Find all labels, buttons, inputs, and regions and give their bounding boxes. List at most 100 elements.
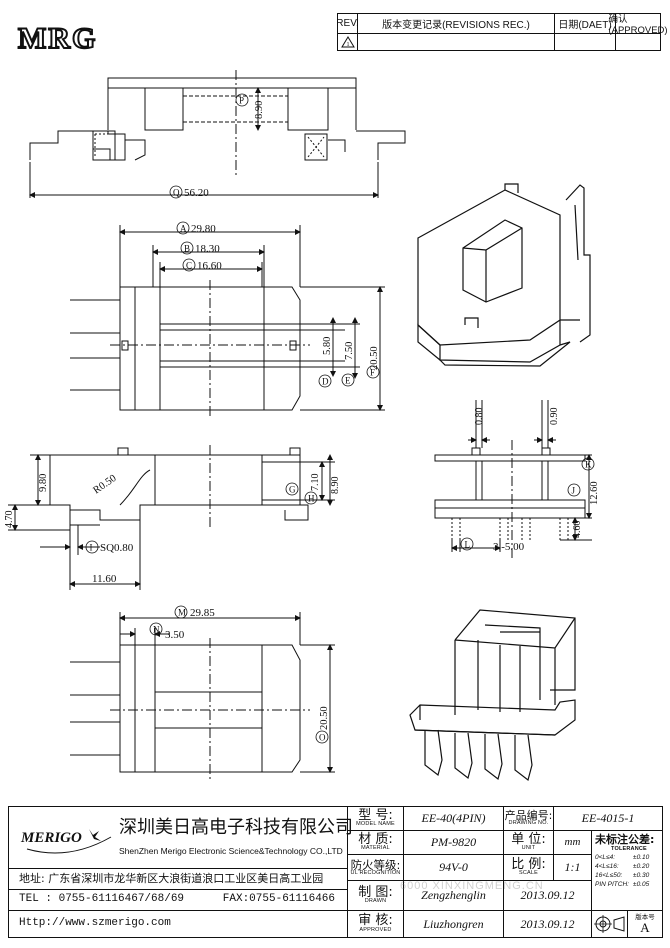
tag-o: O (319, 733, 326, 743)
dim-o: 20.50 (319, 706, 330, 730)
tag-f: F (370, 368, 375, 378)
dim-090: 0.90 (549, 408, 560, 426)
scale-value: 1:1 (564, 860, 581, 875)
drawing-no-value: EE-4015-1 (581, 811, 635, 826)
dim-m: 29.85 (190, 607, 215, 619)
tag-d: D (322, 377, 329, 387)
approved-label-cell: 审 核: APPROVED (348, 911, 404, 937)
isometric-view-top (417, 183, 591, 367)
drawn-label-cell: 制 图: DRAWN (348, 881, 404, 911)
drawn-value: Zengzhenglin (421, 888, 486, 903)
unit-value: mm (564, 835, 581, 848)
drawn-label-en: DRAWN (364, 898, 387, 905)
material-label-cell: 材 质: MATERIAL (348, 831, 404, 855)
tag-m: M (178, 608, 186, 618)
unit-label: 单 位: (511, 831, 546, 847)
approved-date-cell: 2013.09.12 (504, 911, 592, 937)
dim-p: 8.90 (254, 101, 265, 119)
unit-label-cell: 单 位: UNIT (504, 831, 554, 855)
tag-c: C (186, 261, 192, 271)
tag-j: J (572, 486, 576, 496)
tolerance-range-1: 0<L≤4: (595, 854, 616, 862)
material-label-en: MATERIAL (361, 845, 390, 852)
unit-value-cell: mm (554, 831, 592, 855)
tag-g: G (289, 485, 296, 495)
tag-q: Q (173, 188, 180, 198)
revision-record-cell (358, 33, 555, 50)
tel-text: TEL : 0755-61116467/68/69 (19, 893, 185, 906)
revision-entry-row: 1 (338, 33, 660, 50)
plan-view (70, 225, 385, 418)
tolerance-value-1: ±0.10 (633, 854, 650, 862)
rev-label: REV. (336, 14, 359, 33)
bottom-plan-view (70, 612, 335, 780)
scale-label-cell: 比 例: SCALE (504, 855, 554, 881)
company-name-cn: 深圳美日高电子科技有限公司 (119, 817, 353, 838)
drawn-label: 制 图: (358, 884, 393, 900)
projection-symbol-cell (592, 911, 628, 937)
isometric-view-bottom (409, 609, 576, 782)
dim-e: 7.50 (344, 342, 355, 360)
model-label: 型 号: (358, 807, 393, 823)
model-value: EE-40(4PIN) (421, 811, 486, 826)
dim-c: 16.60 (197, 260, 222, 272)
material-value: PM-9820 (430, 835, 477, 850)
fire-label-cell: 防火等级: UL RECOGNITION (348, 855, 404, 881)
dim-980: 9.80 (38, 474, 49, 492)
front-elevation-view (29, 70, 406, 198)
dim-i: SQ0.80 (100, 542, 134, 554)
tag-h: H (308, 494, 315, 504)
approved-label: 审 核: (358, 913, 393, 929)
merigo-brand-logo (19, 819, 119, 859)
scale-value-cell: 1:1 (554, 855, 592, 881)
dim-f: 20.50 (369, 346, 380, 370)
material-label: 材 质: (358, 831, 393, 847)
drawing-no-label-en: DRAWING NO. (508, 820, 549, 827)
tolerance-range-4: PIN PITCH: (595, 880, 629, 888)
end-view (434, 400, 592, 560)
projection-symbol-icon (593, 915, 624, 933)
technical-drawing: P 8.90 Q 56.20 A 29.80 B 18.30 C 16.60 5… (4, 70, 600, 782)
tolerance-table: 0<L≤4:±0.10 4<L≤16:±0.20 16<L≤50:±0.30 P… (595, 854, 663, 888)
approved-label: 确认(APPROVED) (608, 14, 668, 36)
tolerance-label-en: TOLERANCE (611, 845, 647, 852)
tag-k: K (585, 460, 592, 470)
drawn-value-cell: Zengzhenglin (404, 881, 504, 911)
tag-i: I (90, 543, 93, 553)
tag-e: E (345, 376, 351, 386)
fire-value: 94V-0 (439, 860, 468, 875)
tag-n: N (153, 625, 160, 635)
dim-a: 29.80 (191, 223, 216, 235)
dim-h: 8.90 (330, 477, 341, 495)
dim-q: 56.20 (184, 187, 209, 199)
merigo-logo: MRG (17, 21, 98, 56)
version-label: 版本号 (635, 912, 655, 921)
revision-table: REV. 版本变更记录(REVISIONS REC.) 日期(DAET) 确认(… (336, 13, 668, 51)
version-cell: 版本号 A (628, 911, 662, 937)
scale-label: 比 例: (511, 856, 546, 872)
side-view (8, 445, 335, 590)
drawing-no-value-cell: EE-4015-1 (554, 807, 662, 831)
material-value-cell: PM-9820 (404, 831, 504, 855)
http-row: Http://www.szmerigo.com (9, 911, 348, 937)
drawing-no-label: 产品编号: (504, 808, 553, 822)
rev-symbol-text: 1 (346, 42, 349, 48)
dim-b: 18.30 (195, 243, 220, 255)
date-label: 日期(DAET) (555, 14, 616, 33)
tag-p: P (239, 96, 244, 106)
dim-470: 4.70 (4, 511, 15, 529)
revision-date-cell (555, 33, 616, 50)
tolerance-value-2: ±0.20 (633, 863, 650, 871)
drawn-date: 2013.09.12 (520, 888, 575, 903)
company-header: MERIGO 深圳美日高电子科技有限公司 ShenZhen Merigo Ele… (9, 807, 353, 869)
tolerance-cell: 未标注公差: TOLERANCE 0<L≤4:±0.10 4<L≤16:±0.2… (592, 831, 662, 911)
dim-g: 7.10 (310, 474, 321, 492)
title-block: MERIGO 深圳美日高电子科技有限公司 ShenZhen Merigo Ele… (8, 806, 663, 938)
watermark: 6000 XINXINGMENG.CN (400, 880, 544, 892)
dim-r: R0.50 (91, 473, 118, 497)
dim-080: 0.80 (474, 408, 485, 426)
tolerance-value-4: ±0.05 (633, 880, 650, 888)
dim-n: 3.50 (165, 629, 185, 641)
tolerance-range-2: 4<L≤16: (595, 863, 619, 871)
